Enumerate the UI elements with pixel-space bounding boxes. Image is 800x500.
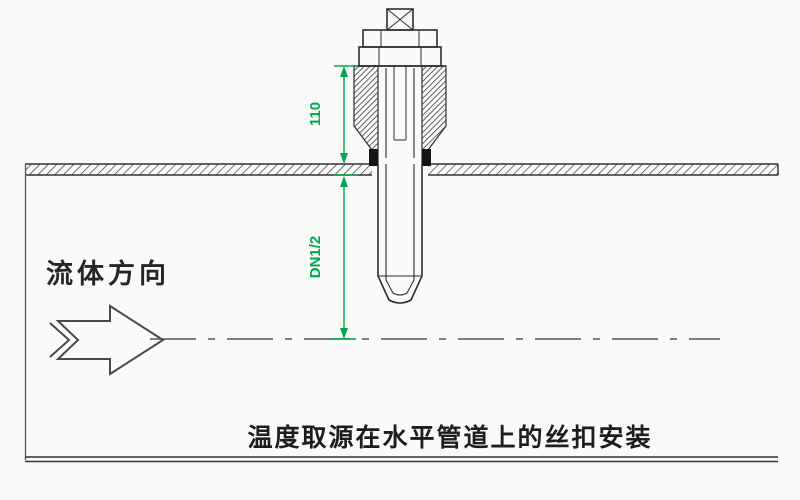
thread-seal xyxy=(369,149,431,166)
dimension-110 xyxy=(334,65,358,164)
dimension-dn12 xyxy=(332,174,358,340)
gland-body xyxy=(353,65,447,165)
dimension-dn12-label: DN1/2 xyxy=(307,235,324,279)
flow-direction-label: 流体方向 xyxy=(46,259,170,289)
flow-direction-arrow xyxy=(49,304,165,376)
well-tube xyxy=(377,164,423,304)
thermowell-assembly xyxy=(353,8,447,304)
pipe-bottom-wall xyxy=(25,456,778,463)
sensor-head-stud xyxy=(386,8,414,31)
pipe-top-wall xyxy=(25,163,779,176)
hex-head xyxy=(358,29,442,67)
dimension-110-label: 110 xyxy=(307,101,324,127)
diagram-caption: 温度取源在水平管道上的丝扣安装 xyxy=(247,424,653,452)
